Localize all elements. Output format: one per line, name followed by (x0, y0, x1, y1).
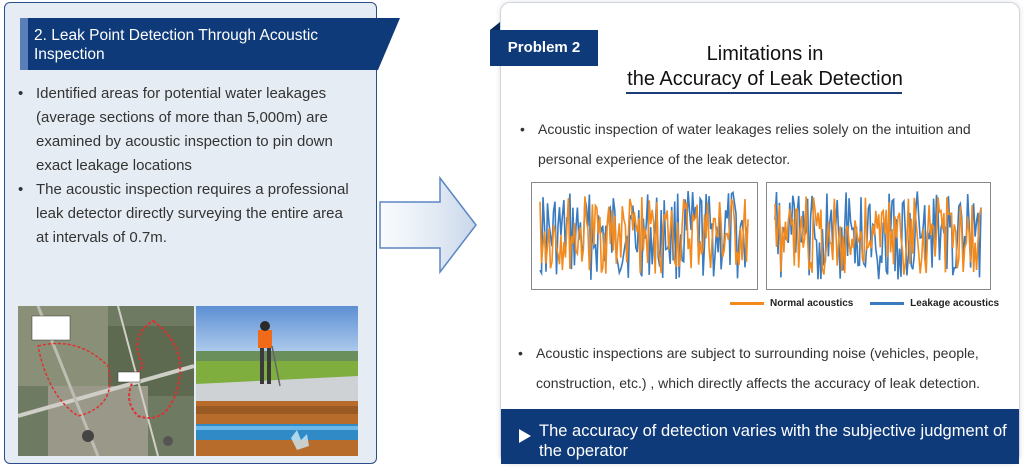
play-triangle-icon (519, 429, 531, 443)
conclusion-banner: The accuracy of detection varies with th… (501, 409, 1019, 464)
legend-leakage: Leakage acoustics (870, 298, 999, 309)
problem-tag: Problem 2 (490, 22, 598, 66)
title-line-1: Limitations in (706, 43, 824, 65)
section-header: 2. Leak Point Detection Through Acoustic… (20, 18, 400, 70)
right-bullet-1-text: Acoustic inspection of water leakages re… (538, 121, 971, 167)
field-inspection-photo (196, 306, 358, 456)
title-line-2: the Accuracy of Leak Detection (627, 68, 903, 90)
right-bullet-2-text: Acoustic inspections are subject to surr… (536, 345, 981, 391)
acoustic-waveform-chart-2 (766, 182, 991, 290)
waveform-legend: Normal acoustics Leakage acoustics (730, 298, 1013, 309)
left-bullet-2: The acoustic inspection requires a profe… (16, 178, 356, 250)
left-bullet-list: Identified areas for potential water lea… (16, 82, 356, 250)
arrow-right-icon (379, 175, 477, 275)
right-bullet-2: •Acoustic inspections are subject to sur… (518, 345, 981, 391)
conclusion-text: The accuracy of detection varies with th… (539, 422, 1007, 460)
legend-normal: Normal acoustics (730, 298, 853, 309)
satellite-map-photo (18, 306, 194, 456)
acoustic-waveform-chart-1 (531, 182, 758, 290)
left-bullet-1: Identified areas for potential water lea… (16, 82, 356, 178)
right-bullet-1: •Acoustic inspection of water leakages r… (520, 121, 971, 167)
title-underline (626, 92, 902, 94)
right-title: Limitations in the Accuracy of Leak Dete… (600, 42, 930, 92)
